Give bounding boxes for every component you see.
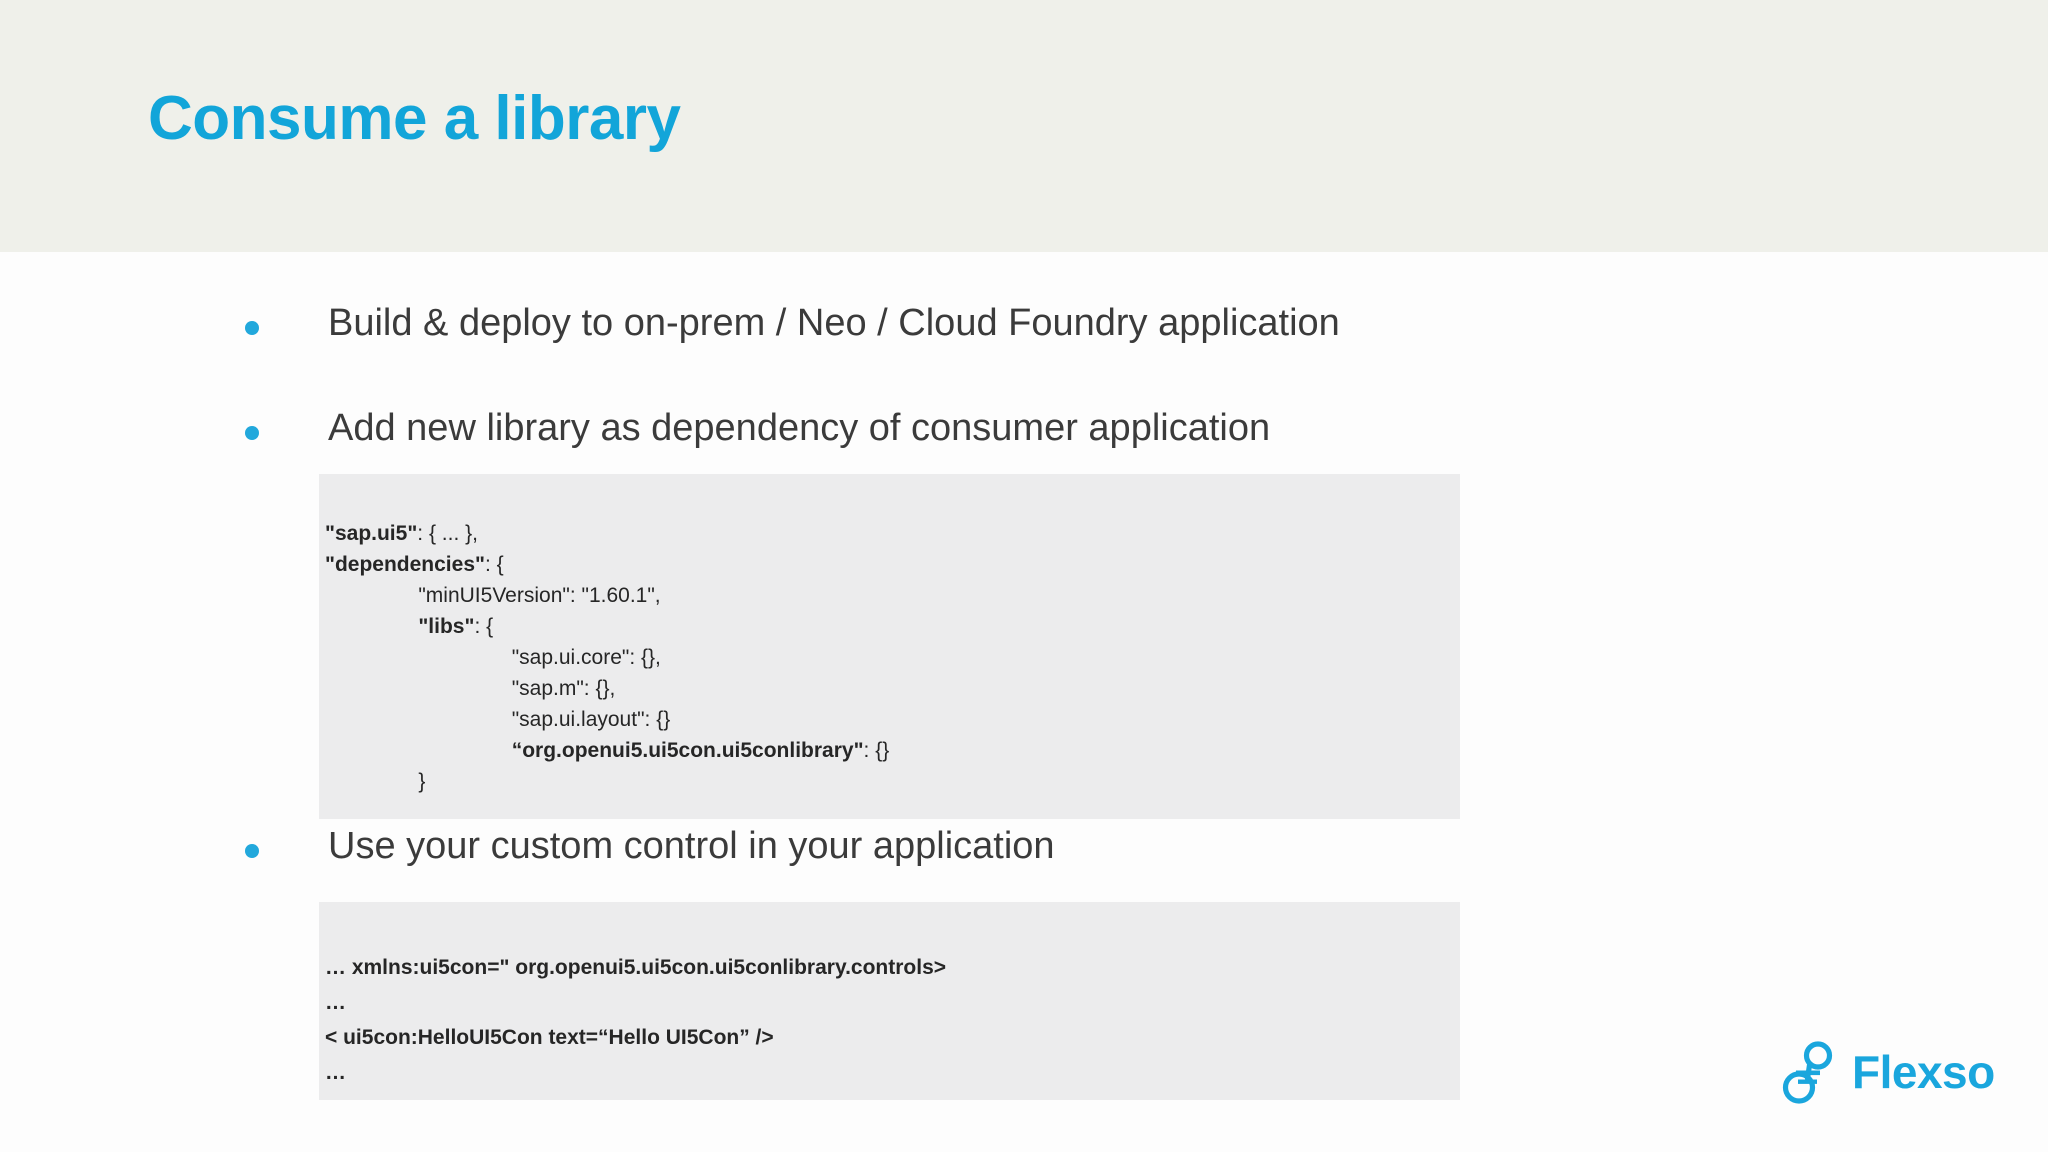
code-block-view-xml: … xmlns:ui5con=" org.openui5.ui5con.ui5c…	[319, 902, 1460, 1100]
code-lines-xml: … xmlns:ui5con=" org.openui5.ui5con.ui5c…	[325, 950, 946, 1090]
flexso-loop-icon	[1782, 1041, 1833, 1104]
code-line: "sap.m": {},	[325, 673, 889, 704]
bullet-dot-icon	[245, 321, 259, 335]
bullet-dot-icon	[245, 426, 259, 440]
code-token-bold: "dependencies"	[325, 553, 485, 576]
bullet-dot-icon	[245, 844, 259, 858]
code-line: }	[325, 766, 889, 797]
code-line: "sap.ui.layout": {}	[325, 704, 889, 735]
code-block-manifest-json: "sap.ui5": { ... }, "dependencies": { "m…	[319, 474, 1460, 819]
code-token-normal: "sap.ui.layout": {}	[325, 708, 671, 731]
code-token-normal: "sap.m": {},	[325, 677, 616, 700]
code-line: "libs": {	[325, 611, 889, 642]
bullet-item-2: Add new library as dependency of consume…	[245, 407, 1270, 451]
code-line: … xmlns:ui5con=" org.openui5.ui5con.ui5c…	[325, 956, 947, 979]
code-token-normal: : {	[484, 553, 504, 576]
code-line: "sap.ui.core": {},	[325, 642, 889, 673]
code-line: < ui5con:HelloUI5Con text=“Hello UI5Con”…	[325, 1026, 774, 1049]
code-token-normal: : {	[474, 615, 494, 638]
code-line: “org.openui5.ui5con.ui5conlibrary": {}	[325, 735, 890, 766]
bullet-label-2: Add new library as dependency of consume…	[328, 407, 1271, 449]
bullet-item-1: Build & deploy to on-prem / Neo / Cloud …	[245, 302, 1340, 346]
bullet-label-1: Build & deploy to on-prem / Neo / Cloud …	[328, 302, 1340, 344]
flexso-wordmark: Flexso	[1852, 1046, 1995, 1098]
code-token-bold: "sap.ui5"	[325, 522, 418, 545]
bullet-item-3: Use your custom control in your applicat…	[245, 825, 1055, 869]
slide-header-band	[0, 0, 2048, 252]
code-line: …	[325, 991, 347, 1014]
code-token-normal: : {}	[863, 739, 890, 762]
code-token-normal: }	[325, 770, 426, 793]
code-lines-json: "sap.ui5": { ... }, "dependencies": { "m…	[325, 518, 889, 797]
slide-title: Consume a library	[148, 84, 681, 153]
code-token-bold: "libs"	[325, 615, 475, 638]
flexso-logo: Flexso	[1782, 1040, 1995, 1104]
code-token-normal: "minUI5Version": "1.60.1",	[325, 584, 661, 607]
code-line: …	[325, 1061, 347, 1084]
code-token-bold: “org.openui5.ui5con.ui5conlibrary"	[325, 739, 864, 762]
code-line: "dependencies": {	[325, 549, 889, 580]
code-line: "minUI5Version": "1.60.1",	[325, 580, 889, 611]
code-line: "sap.ui5": { ... },	[325, 518, 889, 549]
bullet-label-3: Use your custom control in your applicat…	[328, 825, 1055, 867]
code-token-normal: "sap.ui.core": {},	[325, 646, 661, 669]
code-token-normal: : { ... },	[417, 522, 478, 545]
slide-body: Build & deploy to on-prem / Neo / Cloud …	[0, 252, 2048, 1152]
